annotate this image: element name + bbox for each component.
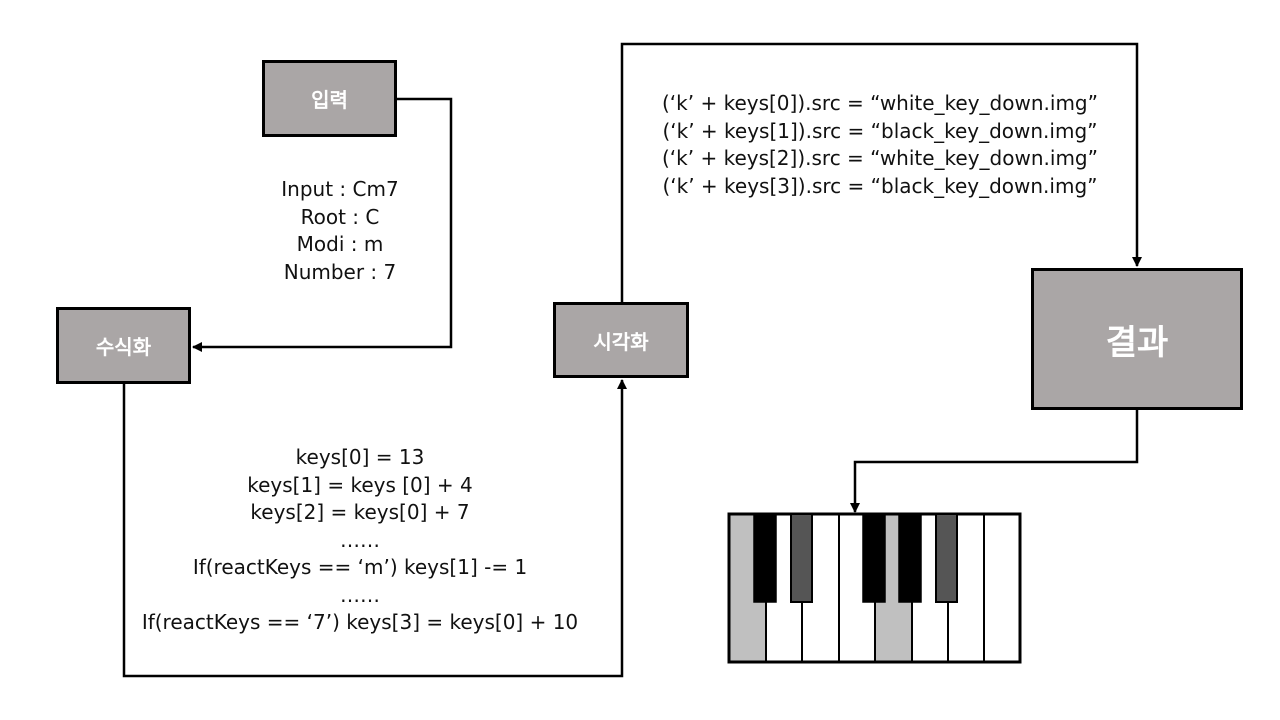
input-var-line: Number : 7 bbox=[283, 259, 397, 284]
black-key bbox=[862, 513, 886, 603]
arrow-result-to-keyboard bbox=[850, 410, 1139, 513]
formula-box-label: 수식화 bbox=[95, 335, 152, 359]
white-key bbox=[983, 513, 1021, 663]
visualize-code-line: (‘k’ + keys[2]).src = “white_key_down.im… bbox=[662, 146, 1098, 170]
black-key-pressed bbox=[935, 513, 958, 603]
black-key bbox=[753, 513, 777, 603]
piano-keyboard bbox=[727, 512, 1022, 664]
result-box-label: 결과 bbox=[1105, 322, 1169, 363]
visualize-code: (‘k’ + keys[0]).src = “white_key_down.im… bbox=[630, 90, 1130, 200]
formula-code-line: …… bbox=[340, 582, 380, 607]
arrow-input-to-formula bbox=[192, 97, 453, 352]
formula-code-line: keys[0] = 13 bbox=[295, 445, 425, 469]
visualize-code-line: (‘k’ + keys[0]).src = “white_key_down.im… bbox=[662, 91, 1098, 115]
black-key bbox=[898, 513, 922, 603]
arrow-visualize-to-result bbox=[620, 42, 1142, 302]
result-box: 결과 bbox=[1031, 268, 1243, 410]
input-var-line: Root : C bbox=[300, 204, 380, 229]
arrow-formula-to-visualize bbox=[122, 379, 627, 678]
formula-box: 수식화 bbox=[56, 307, 191, 384]
formula-code-line: If(reactKeys == ‘7’) keys[3] = keys[0] +… bbox=[141, 610, 579, 634]
formula-code-line: keys[2] = keys[0] + 7 bbox=[250, 500, 470, 524]
visualize-code-line: (‘k’ + keys[3]).src = “black_key_down.im… bbox=[662, 173, 1098, 198]
visualize-box-label: 시각화 bbox=[593, 329, 649, 354]
formula-code-line: keys[1] = keys [0] + 4 bbox=[247, 472, 473, 497]
formula-code-line: If(reactKeys == ‘m’) keys[1] -= 1 bbox=[192, 555, 528, 579]
input-box: 입력 bbox=[262, 60, 397, 137]
input-var-line: Modi : m bbox=[296, 232, 384, 256]
formula-code-line: …… bbox=[340, 527, 380, 552]
formula-code: keys[0] = 13 keys[1] = keys [0] + 4 keys… bbox=[110, 444, 610, 637]
visualize-code-line: (‘k’ + keys[1]).src = “black_key_down.im… bbox=[662, 118, 1098, 143]
input-var-line: Input : Cm7 bbox=[281, 177, 399, 201]
input-variables: Input : Cm7 Root : C Modi : m Number : 7 bbox=[240, 176, 440, 286]
visualize-box: 시각화 bbox=[553, 302, 689, 378]
input-box-label: 입력 bbox=[311, 88, 348, 112]
black-key-pressed bbox=[790, 513, 813, 603]
